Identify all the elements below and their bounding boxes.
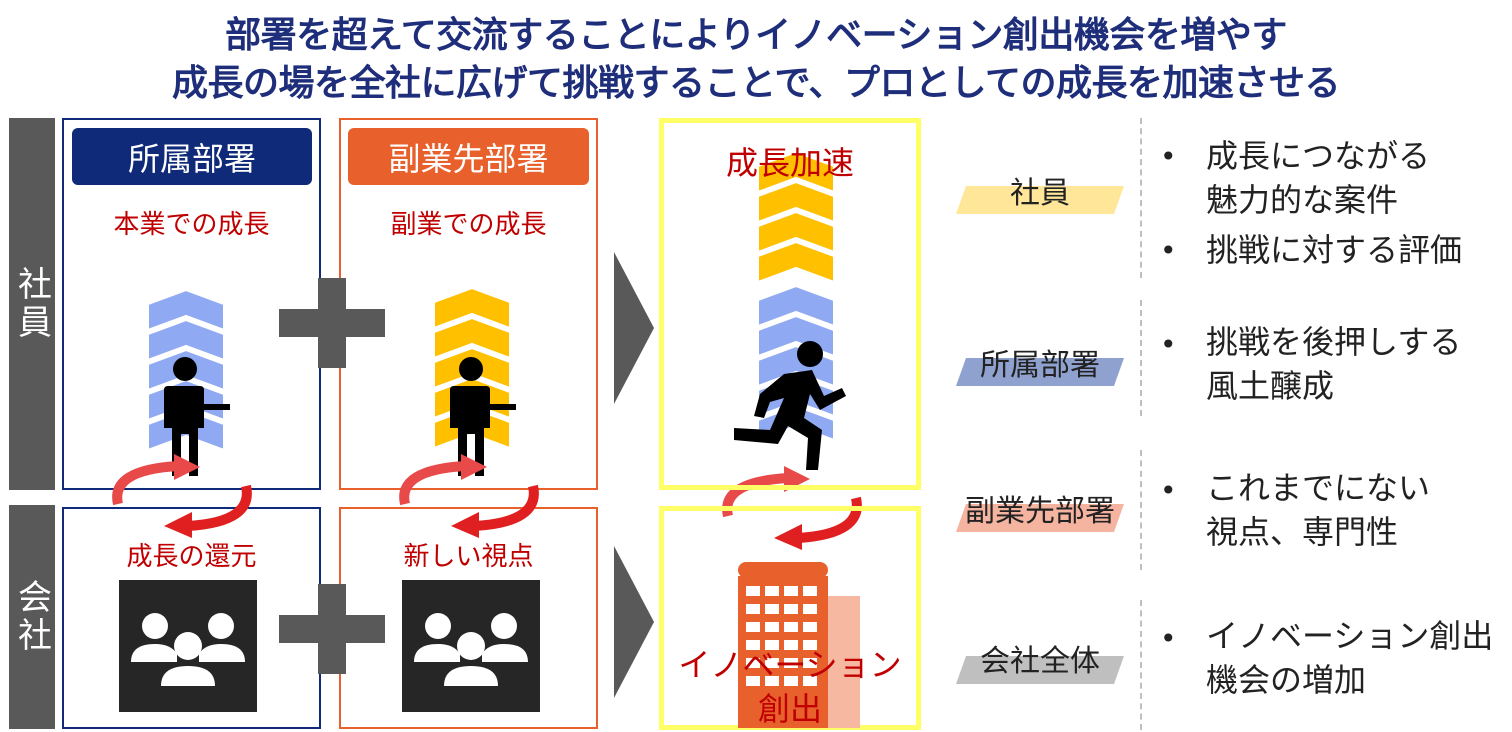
title-line-2: 成長の場を全社に広げて挑戦することで、プロとしての成長を加速させる bbox=[172, 63, 1340, 104]
innovation-label-line-2: 創出 bbox=[757, 690, 822, 728]
benefit-item-line: 機会の増加 bbox=[1206, 661, 1367, 699]
chevron-right-icon bbox=[614, 252, 654, 404]
benefit-item-line: 挑戦を後押しする bbox=[1206, 323, 1462, 361]
row-label-employee: 社員 bbox=[9, 118, 55, 490]
new-perspective-label: 新しい視点 bbox=[403, 542, 534, 572]
label-highlight-bar bbox=[956, 504, 1124, 532]
label-highlight-bar bbox=[956, 656, 1124, 684]
benefit-label-whole-company: 会社全体 bbox=[980, 644, 1100, 679]
benefit-item-line: 風土醸成 bbox=[1206, 367, 1335, 405]
benefit-item-line: 魅力的な案件 bbox=[1206, 181, 1399, 219]
group-icon bbox=[119, 580, 257, 712]
bullet-icon: • bbox=[1160, 234, 1177, 267]
side-department-header: 副業先部署 bbox=[348, 128, 589, 185]
bullet-icon: • bbox=[1160, 140, 1177, 173]
label-highlight-bar bbox=[956, 358, 1124, 386]
row-label-company: 会社 bbox=[9, 505, 55, 729]
benefit-item: 挑戦を後押しする 風土醸成 bbox=[1206, 320, 1461, 408]
person-icon bbox=[164, 357, 230, 476]
benefit-label-side-department: 副業先部署 bbox=[965, 494, 1115, 529]
benefit-item-line: 挑戦に対する評価 bbox=[1206, 231, 1463, 269]
plus-icon bbox=[279, 278, 385, 368]
bullet-icon: • bbox=[1160, 474, 1177, 507]
bullet-icon: • bbox=[1160, 328, 1177, 361]
innovation-label-line-1: イノベーション bbox=[678, 646, 902, 684]
title-line-1: 部署を超えて交流することによりイノベーション創出機会を増やす bbox=[225, 15, 1287, 56]
cycle-arrows-icon bbox=[112, 454, 252, 538]
label-highlight-bar bbox=[956, 186, 1124, 214]
benefit-item: 成長につながる 魅力的な案件 bbox=[1206, 134, 1430, 222]
return-of-growth-label: 成長の還元 bbox=[126, 542, 257, 572]
group-icon bbox=[402, 580, 540, 712]
benefit-item-line: これまでにない bbox=[1206, 469, 1431, 507]
home-growth-label: 本業での成長 bbox=[113, 210, 270, 240]
dashed-divider bbox=[1140, 450, 1142, 570]
cycle-arrows-icon bbox=[399, 454, 539, 538]
dashed-divider bbox=[1140, 600, 1142, 730]
benefit-label-home-department: 所属部署 bbox=[980, 348, 1100, 383]
benefit-item: 挑戦に対する評価 bbox=[1206, 228, 1462, 272]
home-department-header: 所属部署 bbox=[72, 128, 312, 185]
dashed-divider bbox=[1140, 118, 1142, 278]
building-icon bbox=[738, 562, 860, 728]
dashed-divider bbox=[1140, 300, 1142, 416]
growth-acceleration-box bbox=[659, 118, 921, 490]
bullet-icon: • bbox=[1160, 622, 1177, 655]
side-growth-label: 副業での成長 bbox=[390, 210, 547, 240]
person-icon bbox=[450, 357, 516, 476]
growth-acceleration-label: 成長加速 bbox=[725, 144, 854, 182]
benefit-item-line: 視点、専門性 bbox=[1206, 513, 1399, 551]
benefit-item-line: イノベーション創出 bbox=[1206, 617, 1494, 655]
benefit-item-line: 成長につながる bbox=[1206, 137, 1431, 175]
benefit-label-employee: 社員 bbox=[1010, 176, 1070, 211]
running-person-icon bbox=[734, 341, 846, 470]
benefit-item: これまでにない 視点、専門性 bbox=[1206, 466, 1430, 554]
chevron-right-icon bbox=[614, 546, 654, 698]
plus-icon bbox=[279, 584, 385, 674]
benefit-item: イノベーション創出 機会の増加 bbox=[1206, 614, 1493, 702]
